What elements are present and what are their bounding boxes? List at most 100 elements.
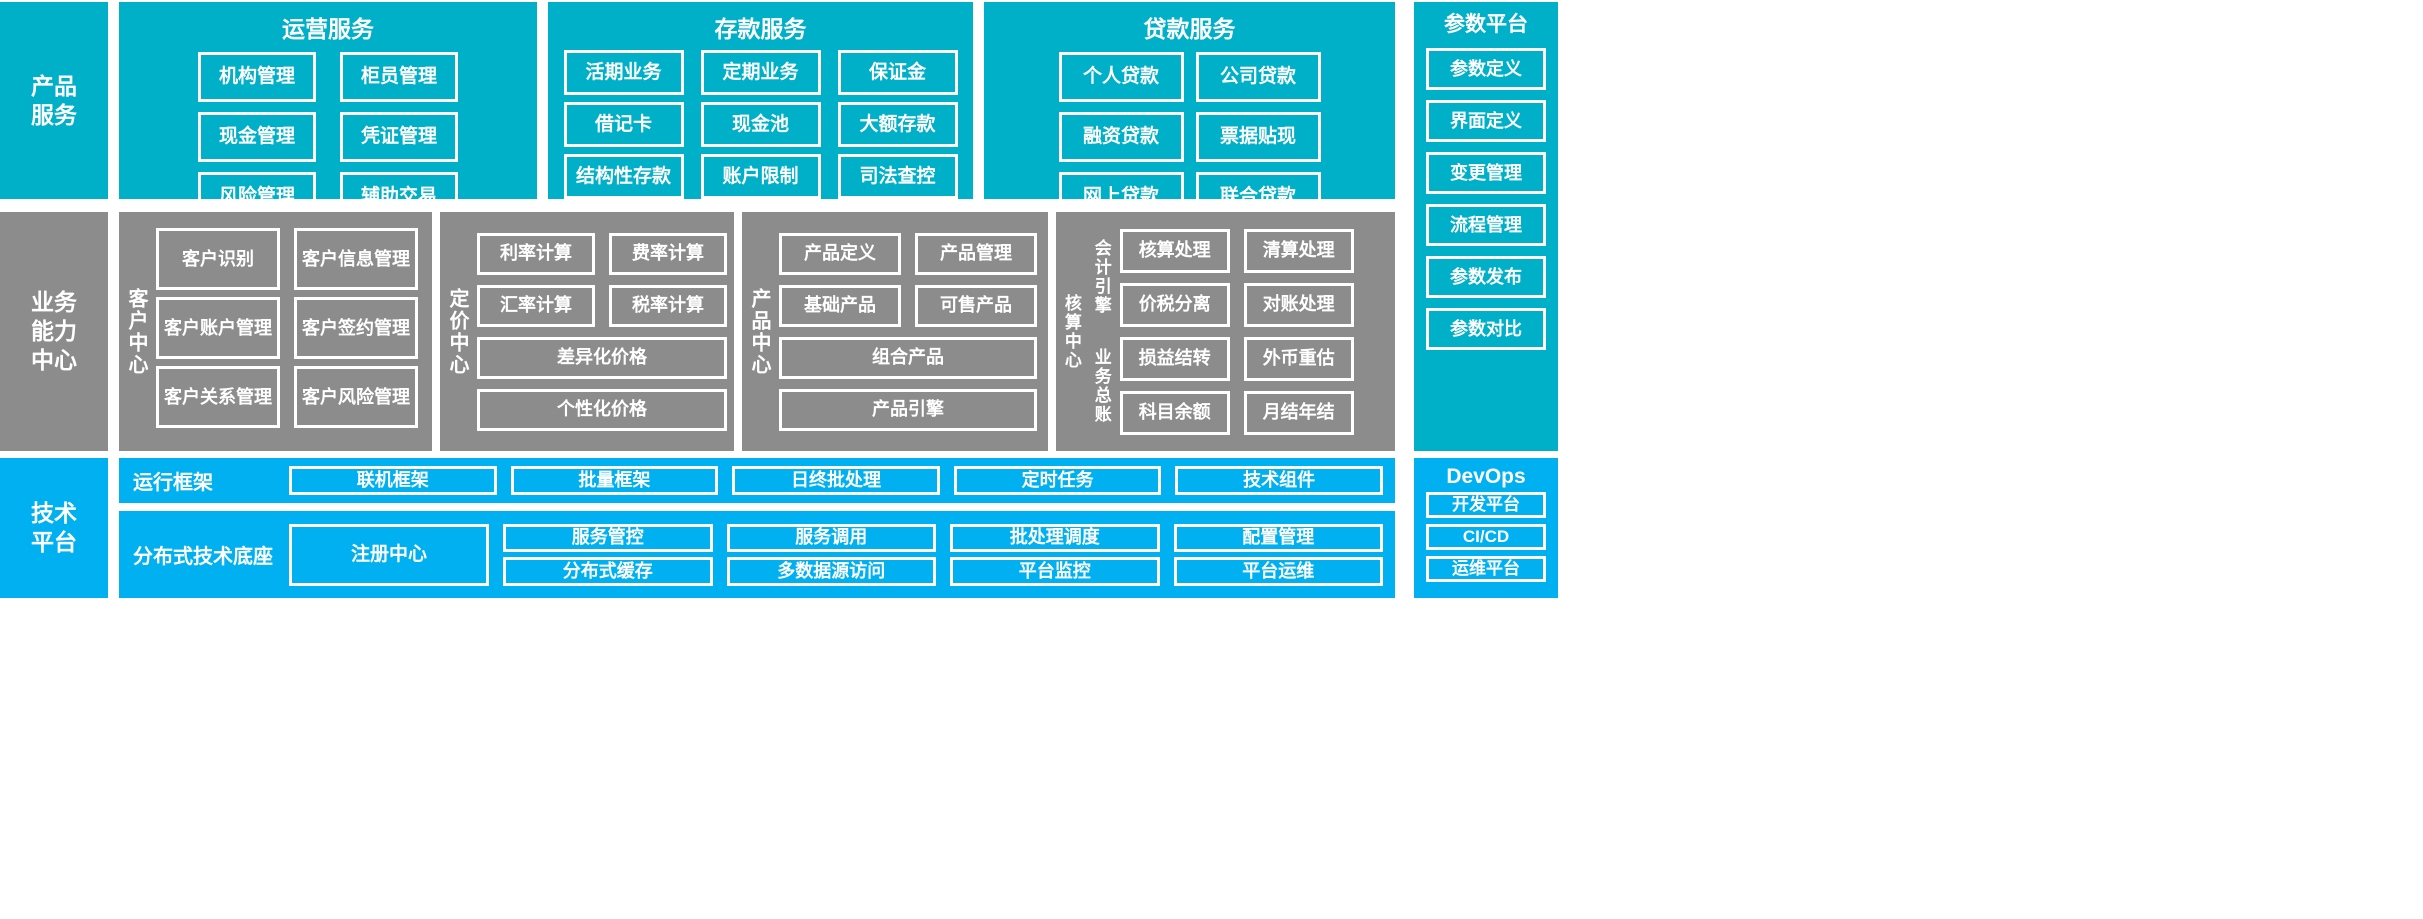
service-cell[interactable]: 大额存款: [837, 102, 958, 147]
capability-row: 客户识别 客户信息管理: [156, 228, 418, 290]
technology-platform-row: 技术平台 运行框架 联机框架 批量框架 日终批处理 定时任务 技术组件 分布式技…: [0, 458, 2423, 919]
accounting-subsection-label: 业务总账: [1091, 348, 1111, 425]
capability-row: 利率计算 费率计算: [477, 232, 727, 275]
group-deposit-services: 存款服务 活期业务 定期业务 保证金 借记卡 现金池 大额存款 结构性存款 账户…: [548, 2, 973, 199]
tech-cell[interactable]: 批处理调度: [950, 523, 1160, 552]
service-cell[interactable]: 机构管理: [198, 52, 316, 102]
devops-title: DevOps: [1446, 465, 1526, 488]
technology-platform-side-label: 技术平台: [0, 458, 108, 598]
capability-row: 损益结转 外币重估: [1119, 336, 1381, 381]
capability-cell[interactable]: 对账处理: [1243, 282, 1354, 327]
service-cell[interactable]: 借记卡: [563, 102, 684, 147]
tech-cell[interactable]: 平台监控: [950, 557, 1160, 586]
devops-item[interactable]: 运维平台: [1426, 556, 1546, 582]
tech-cell[interactable]: 配置管理: [1173, 523, 1383, 552]
service-cell[interactable]: 公司贷款: [1195, 52, 1321, 102]
business-capability-side-label: 业务能力中心: [0, 212, 108, 451]
capability-cell[interactable]: 费率计算: [609, 232, 727, 275]
service-cell[interactable]: 司法查控: [837, 154, 958, 199]
tech-cell[interactable]: 日终批处理: [732, 466, 940, 495]
parameter-item[interactable]: 参数发布: [1426, 256, 1546, 298]
tech-cell-registry[interactable]: 注册中心: [289, 523, 489, 586]
capability-cell[interactable]: 客户信息管理: [294, 228, 418, 290]
capability-cell[interactable]: 利率计算: [477, 232, 595, 275]
tech-cell[interactable]: 多数据源访问: [726, 557, 936, 586]
group-pricing-center-title: 定价中心: [446, 287, 468, 376]
tech-column: 服务管控 分布式缓存: [503, 523, 713, 586]
capability-cell[interactable]: 产品管理: [915, 232, 1037, 275]
product-services-side-label: 产品服务: [0, 2, 108, 199]
strip-distributed-base-title: 分布式技术底座: [133, 546, 273, 568]
group-accounting-center-title: 核算中心: [1061, 293, 1081, 370]
capability-cell[interactable]: 差异化价格: [477, 336, 727, 379]
group-loan-services-cells: 个人贷款 公司贷款 融资贷款 票据贴现 网上贷款 联合贷款: [984, 46, 1395, 222]
capability-cell[interactable]: 客户风险管理: [294, 366, 418, 428]
capability-cell[interactable]: 个性化价格: [477, 388, 727, 431]
service-cell[interactable]: 活期业务: [563, 50, 684, 95]
capability-cell[interactable]: 损益结转: [1119, 336, 1230, 381]
tech-cell[interactable]: 分布式缓存: [503, 557, 713, 586]
capability-cell[interactable]: 可售产品: [915, 284, 1037, 327]
tech-cell[interactable]: 平台运维: [1173, 557, 1383, 586]
tech-cell[interactable]: 联机框架: [289, 466, 497, 495]
capability-row: 科目余额 月结年结: [1119, 390, 1381, 435]
business-capability-side-label-text: 业务能力中心: [31, 289, 77, 373]
capability-cell[interactable]: 组合产品: [779, 336, 1037, 379]
capability-cell[interactable]: 清算处理: [1243, 228, 1354, 273]
capability-cell[interactable]: 外币重估: [1243, 336, 1354, 381]
capability-row: 产品定义 产品管理: [779, 232, 1037, 275]
parameter-item[interactable]: 流程管理: [1426, 204, 1546, 246]
parameter-item[interactable]: 参数定义: [1426, 48, 1546, 90]
tech-cell[interactable]: 技术组件: [1175, 466, 1383, 495]
service-cell[interactable]: 凭证管理: [340, 112, 458, 162]
service-cell[interactable]: 现金管理: [198, 112, 316, 162]
tech-column: 配置管理 平台运维: [1173, 523, 1383, 586]
service-cell[interactable]: 账户限制: [700, 154, 821, 199]
capability-cell[interactable]: 产品定义: [779, 232, 901, 275]
service-cell[interactable]: 票据贴现: [1195, 112, 1321, 162]
capability-cell[interactable]: 基础产品: [779, 284, 901, 327]
capability-cell[interactable]: 汇率计算: [477, 284, 595, 327]
group-customer-center-title: 客户中心: [125, 287, 147, 376]
capability-row: 个性化价格: [477, 388, 727, 431]
service-cell[interactable]: 柜员管理: [340, 52, 458, 102]
service-cell[interactable]: 定期业务: [700, 50, 821, 95]
capability-cell[interactable]: 产品引擎: [779, 388, 1037, 431]
strip-distributed-base: 分布式技术底座 注册中心 服务管控 分布式缓存 服务调用 多数据源访问 批处理调…: [119, 511, 1395, 598]
parameter-platform-items: 参数定义 界面定义 变更管理 流程管理 参数发布 参数对比: [1414, 40, 1558, 350]
service-cell[interactable]: 个人贷款: [1058, 52, 1184, 102]
parameter-item[interactable]: 参数对比: [1426, 308, 1546, 350]
product-services-row: 产品服务 运营服务 机构管理 柜员管理 现金管理 凭证管理 风险管理 辅助交易 …: [0, 0, 2423, 222]
parameter-platform-column: 参数平台 参数定义 界面定义 变更管理 流程管理 参数发布 参数对比: [1414, 2, 1558, 451]
capability-row: 汇率计算 税率计算: [477, 284, 727, 327]
service-cell[interactable]: 现金池: [700, 102, 821, 147]
group-pricing-center: 定价中心 利率计算 费率计算 汇率计算 税率计算 差异化价格 个性化价格: [440, 212, 734, 451]
parameter-item[interactable]: 变更管理: [1426, 152, 1546, 194]
capability-cell[interactable]: 客户签约管理: [294, 297, 418, 359]
parameter-item[interactable]: 界面定义: [1426, 100, 1546, 142]
capability-cell[interactable]: 价税分离: [1119, 282, 1230, 327]
capability-cell[interactable]: 月结年结: [1243, 390, 1354, 435]
capability-cell[interactable]: 客户识别: [156, 228, 280, 290]
capability-cell[interactable]: 税率计算: [609, 284, 727, 327]
capability-cell[interactable]: 客户账户管理: [156, 297, 280, 359]
capability-row: 基础产品 可售产品: [779, 284, 1037, 327]
tech-cell[interactable]: 定时任务: [953, 466, 1162, 495]
tech-column: 服务调用 多数据源访问: [726, 523, 936, 586]
service-cell[interactable]: 融资贷款: [1058, 112, 1184, 162]
capability-cell[interactable]: 核算处理: [1119, 228, 1230, 273]
tech-cell[interactable]: 批量框架: [510, 466, 719, 495]
service-cell[interactable]: 结构性存款: [563, 154, 684, 199]
tech-cell[interactable]: 服务管控: [503, 523, 713, 552]
capability-cell[interactable]: 科目余额: [1119, 390, 1230, 435]
devops-item[interactable]: 开发平台: [1426, 492, 1546, 518]
devops-item[interactable]: CI/CD: [1426, 524, 1546, 550]
accounting-subsection-labels: 会计引擎 业务总账: [1086, 212, 1116, 451]
technology-platform-side-label-text: 技术平台: [31, 500, 77, 555]
service-cell[interactable]: 保证金: [837, 50, 958, 95]
group-deposit-services-title: 存款服务: [714, 16, 807, 42]
tech-column: 批处理调度 平台监控: [950, 523, 1160, 586]
capability-cell[interactable]: 客户关系管理: [156, 366, 280, 428]
tech-cell[interactable]: 服务调用: [726, 523, 936, 552]
